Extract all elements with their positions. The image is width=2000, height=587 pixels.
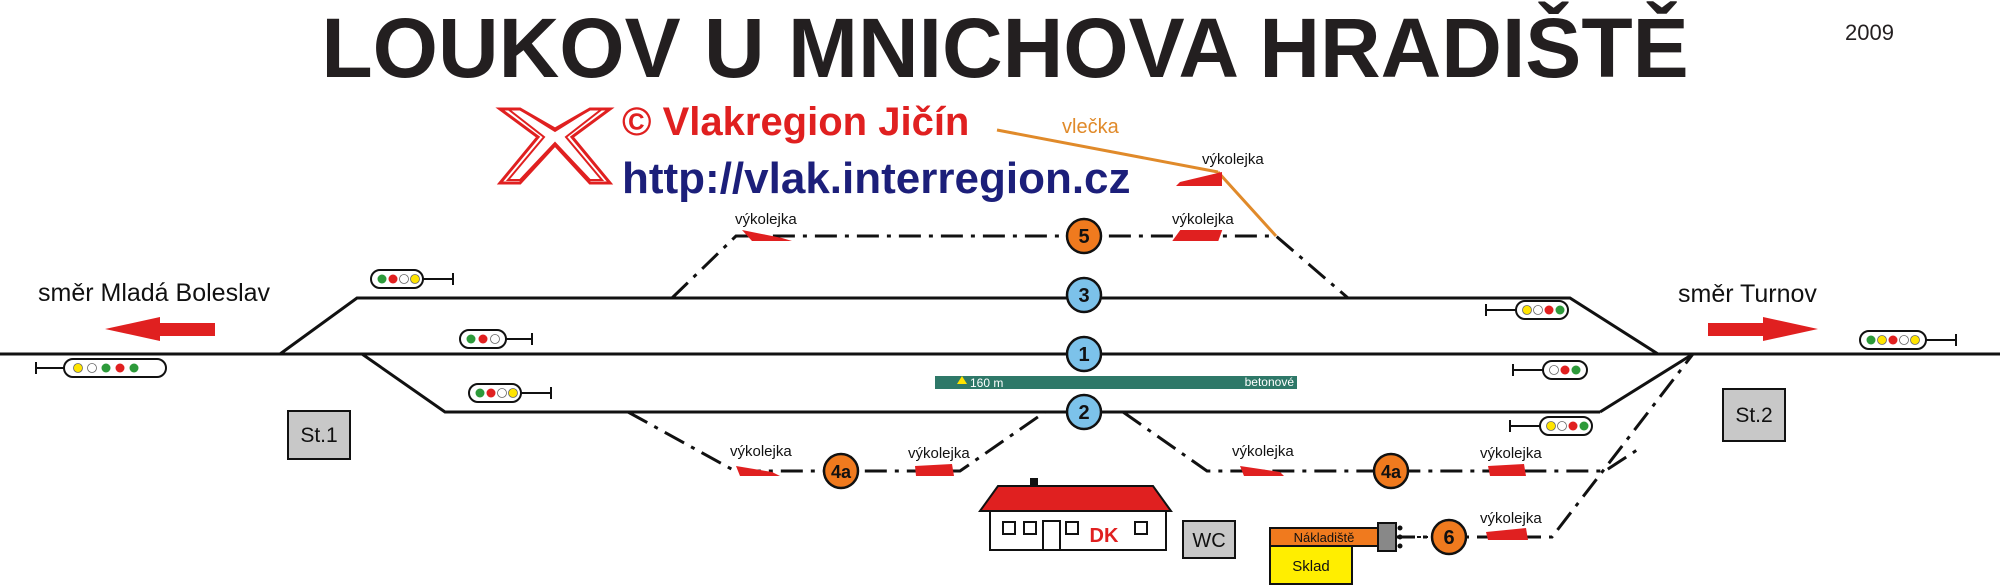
loading-yard: Nákladiště: [1269, 522, 1430, 552]
platform: [935, 376, 1297, 389]
station-building-label: DK: [1090, 525, 1119, 547]
year-label: 2009: [1845, 20, 1894, 45]
track-badge-2: 2: [1065, 393, 1103, 431]
track-badge-1: 1: [1065, 335, 1103, 373]
track-2-right-connector: [1599, 352, 1694, 414]
derailer-label: výkolejka: [1480, 445, 1542, 462]
track-badge-3: 3: [1065, 276, 1103, 314]
derailer-icon: [736, 172, 1528, 540]
signal: [468, 383, 552, 403]
signal-box-label: St.1: [300, 424, 337, 447]
track-number: 2: [1078, 402, 1089, 424]
signal: [1859, 330, 1957, 350]
derailer-label: výkolejka: [1480, 510, 1542, 527]
track-badge-5: 5: [1065, 217, 1103, 255]
station-building: DK: [978, 478, 1173, 551]
railway-crossing-icon: [495, 107, 615, 185]
track-number: 3: [1078, 285, 1089, 307]
track-2: [361, 352, 1600, 414]
platform-length: 160 m: [970, 376, 1003, 390]
warehouse-label: Sklad: [1292, 558, 1330, 575]
signal: [35, 358, 167, 378]
tracks: [0, 296, 2000, 414]
track-badge-4a: 4a: [1372, 452, 1410, 490]
track-badge-6: 6: [1430, 518, 1468, 556]
track-5: [670, 234, 1349, 300]
signal: [1512, 360, 1588, 380]
track-number: 4a: [1381, 462, 1402, 482]
warehouse: Sklad: [1269, 545, 1353, 585]
loading-yard-label: Nákladiště: [1294, 530, 1355, 545]
track-number: 5: [1078, 226, 1089, 248]
track-number: 6: [1443, 527, 1454, 549]
siding-label: vlečka: [1062, 116, 1120, 138]
track-3: [279, 296, 1659, 356]
derailer-label: výkolejka: [908, 445, 970, 462]
signal-box-label: St.2: [1735, 404, 1772, 427]
direction-right-label: směr Turnov: [1678, 280, 1817, 308]
track-badge-4a: 4a: [822, 452, 860, 490]
track-number: 4a: [831, 462, 852, 482]
page-title: LOUKOV U MNICHOVA HRADIŠTĚ: [321, 1, 1688, 95]
direction-left-label: směr Mladá Boleslav: [38, 279, 271, 307]
signal-box-st2: St.2: [1722, 388, 1786, 442]
track-4a-left: [627, 410, 1046, 473]
signal: [1509, 416, 1593, 436]
website-url[interactable]: http://vlak.interregion.cz: [622, 154, 1131, 203]
wc-building: WC: [1182, 520, 1236, 559]
arrow-left-icon: [105, 317, 215, 341]
siding-line: [996, 128, 1219, 174]
signal-box-st1: St.1: [287, 410, 351, 460]
derailer-label: výkolejka: [1232, 443, 1294, 460]
derailer-label: výkolejka: [1202, 151, 1264, 168]
wc-label: WC: [1192, 530, 1225, 552]
signal: [459, 329, 533, 349]
signal: [1485, 300, 1569, 320]
platform-marker-icon: [957, 376, 967, 384]
signal: [370, 269, 454, 289]
derailer-label: výkolejka: [730, 443, 792, 460]
siding-line-2: [1216, 170, 1278, 238]
copyright-text: © Vlakregion Jičín: [622, 100, 969, 144]
derailer-label: výkolejka: [735, 211, 797, 228]
arrow-right-icon: [1708, 317, 1818, 341]
derailer-label: výkolejka: [1172, 211, 1234, 228]
platform-surface: betonové: [1245, 375, 1295, 389]
track-number: 1: [1078, 344, 1089, 366]
